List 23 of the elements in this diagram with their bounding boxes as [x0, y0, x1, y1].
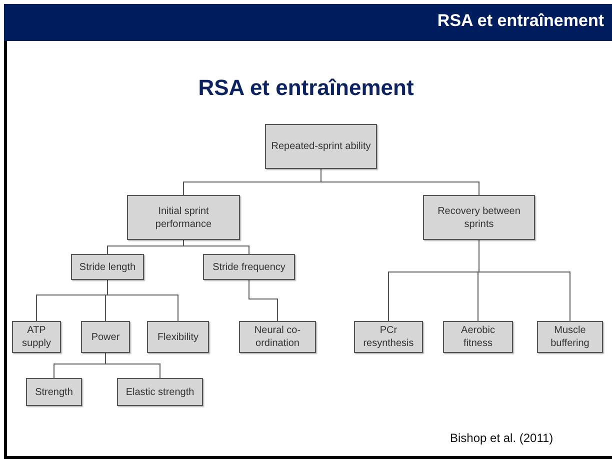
header-text: RSA et entraînement — [437, 10, 604, 32]
connector-line — [248, 280, 278, 322]
tree-box: Strength — [26, 378, 82, 406]
tree-box: ATP supply — [12, 321, 61, 353]
tree-box: Recovery between sprints — [423, 195, 535, 240]
tree-box: Power — [81, 321, 130, 353]
connector-line — [183, 240, 250, 254]
connector-line — [107, 280, 178, 322]
tree-box: Aerobic fitness — [443, 321, 513, 353]
tree-box: Muscle buffering — [537, 321, 603, 353]
slide-title: RSA et entraînement — [197, 74, 415, 102]
tree-box: Initial sprint performance — [127, 195, 240, 240]
tree-box: Flexibility — [147, 321, 209, 353]
connector-line — [105, 352, 160, 378]
tree-box: Elastic strength — [117, 378, 203, 406]
connector-line — [478, 240, 570, 322]
tree-box: PCr resynthesis — [354, 321, 423, 353]
connector-line — [320, 168, 480, 196]
tree-box: Stride frequency — [203, 254, 295, 280]
tree-box: Stride length — [71, 254, 144, 280]
tree-box: Neural co-ordination — [239, 321, 316, 353]
citation: Bishop et al. (2011) — [450, 430, 554, 446]
tree-box: Repeated-sprint ability — [265, 124, 377, 169]
